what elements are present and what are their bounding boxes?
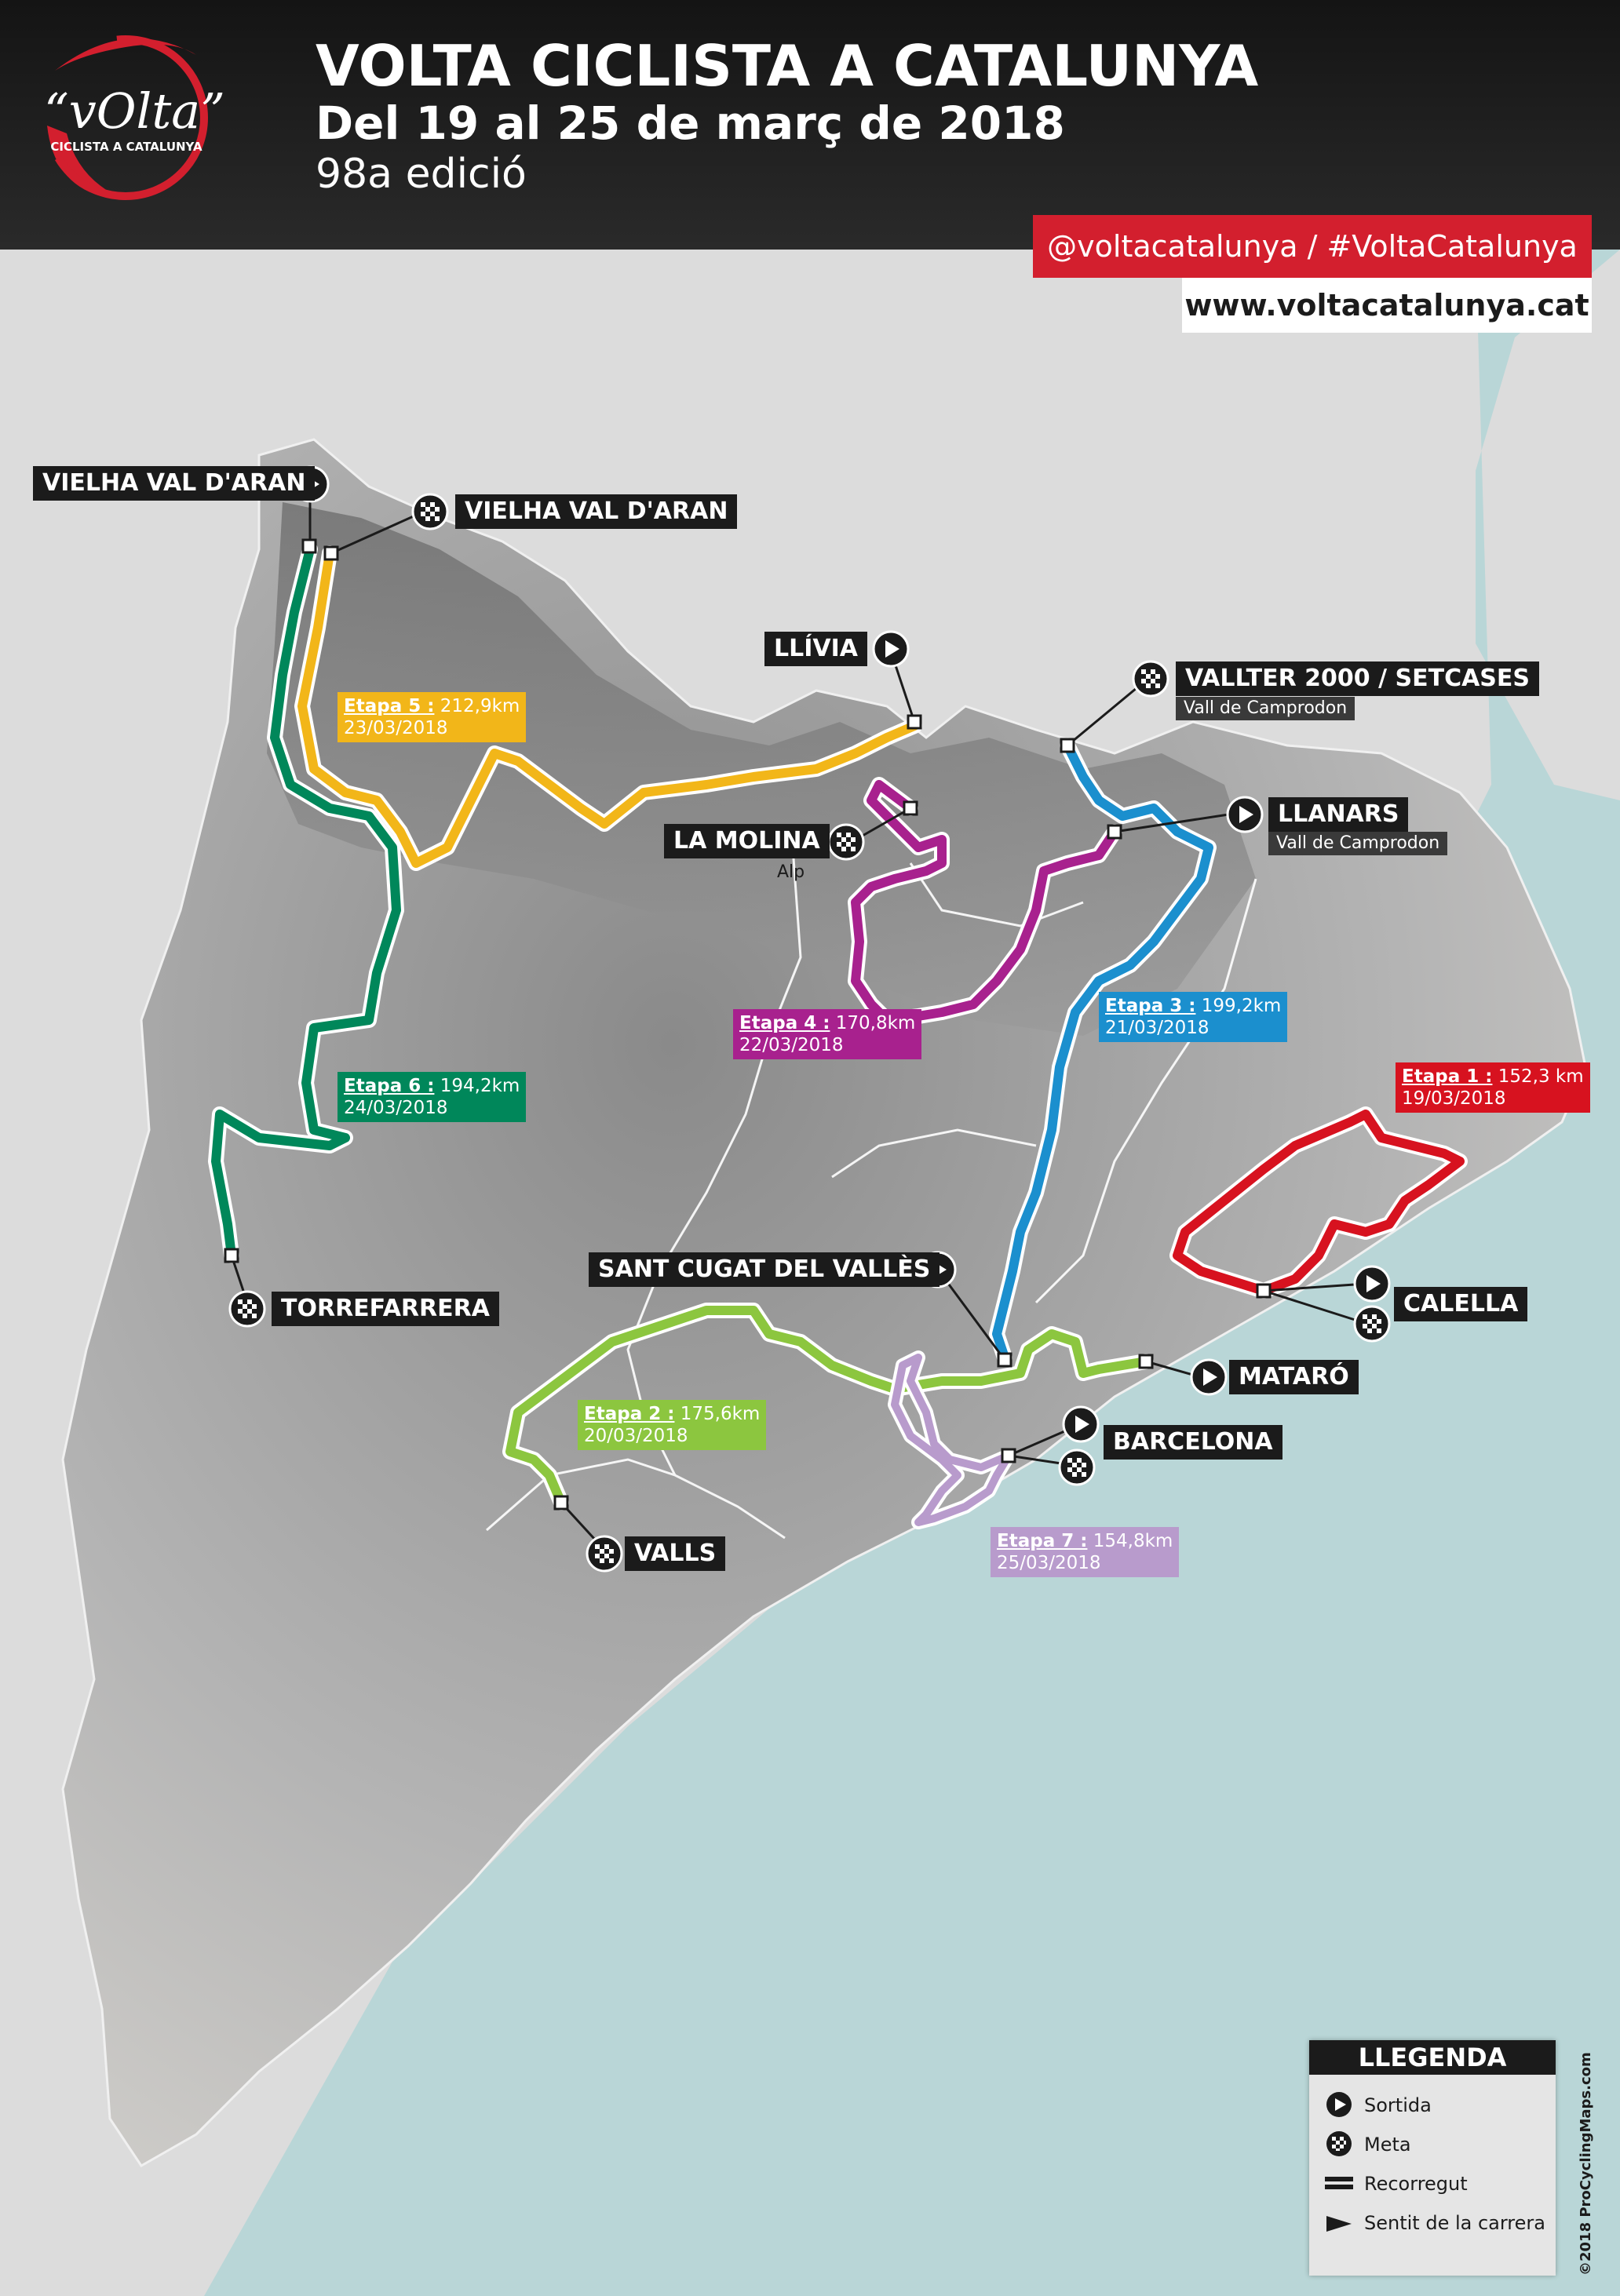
stage-label-etapa2: Etapa 2 : 175,6km 20/03/2018 [578, 1400, 767, 1450]
stage-date: 22/03/2018 [739, 1035, 844, 1055]
stage-label-etapa6: Etapa 6 : 194,2km 24/03/2018 [338, 1072, 527, 1122]
website-link[interactable]: www.voltacatalunya.cat [1182, 278, 1592, 333]
place-valls: VALLS [625, 1536, 726, 1571]
stage-date: 23/03/2018 [344, 718, 448, 738]
stage-label-etapa7: Etapa 7 : 154,8km 25/03/2018 [991, 1527, 1180, 1577]
place-calella: CALELLA [1394, 1287, 1528, 1321]
start-icon [1062, 1405, 1100, 1443]
start-icon [872, 630, 910, 668]
place-sant-cugat: SANT CUGAT DEL VALLÈS [589, 1252, 940, 1287]
legend-icons [1325, 2092, 1353, 2232]
legend-route: Recorregut [1364, 2173, 1468, 2195]
route-endpoints [224, 538, 1272, 1511]
stage-label-etapa5: Etapa 5 : 212,9km 23/03/2018 [338, 692, 527, 742]
legend-finish: Meta [1364, 2134, 1411, 2156]
logo-text: “vOlta” [44, 82, 225, 140]
stage-distance: 154,8km [1093, 1531, 1173, 1551]
finish-icon [1353, 1305, 1391, 1343]
stage-distance: 199,2km [1201, 996, 1282, 1016]
stage-date: 20/03/2018 [584, 1426, 688, 1446]
start-icon [1226, 796, 1264, 833]
place-torrefarrera: TORREFARRERA [272, 1292, 499, 1326]
place-vielha-start: VIELHA VAL D'ARAN [33, 466, 316, 501]
finish-markers [228, 493, 1391, 1573]
place-llivia: LLÍVIA [764, 632, 867, 666]
start-icon [1190, 1358, 1228, 1396]
stage-label-title: Etapa 4 : [739, 1013, 830, 1033]
start-icon [1326, 2092, 1352, 2117]
direction-arrow-icon [1326, 2216, 1352, 2232]
legend-start: Sortida [1364, 2094, 1432, 2116]
stage-distance: 175,6km [680, 1404, 761, 1424]
stage-date: 19/03/2018 [1402, 1088, 1506, 1109]
stage-label-title: Etapa 2 : [584, 1404, 675, 1424]
stage-label-etapa3: Etapa 3 : 199,2km 21/03/2018 [1099, 992, 1288, 1042]
finish-icon [1058, 1449, 1096, 1486]
stage-label-title: Etapa 3 : [1105, 996, 1196, 1016]
legend-box: LLEGENDA Sortida Meta Recorregut Sentit … [1309, 2040, 1556, 2276]
finish-icon [827, 823, 865, 861]
finish-icon [586, 1535, 623, 1573]
place-mataro: MATARÓ [1229, 1360, 1359, 1394]
stage-distance: 170,8km [835, 1013, 916, 1033]
place-vallter: VALLTER 2000 / SETCASES [1176, 661, 1540, 696]
place-la-molina: LA MOLINA [664, 824, 830, 858]
stage-date: 25/03/2018 [997, 1553, 1101, 1573]
stage-distance: 212,9km [440, 696, 520, 716]
volta-logo [43, 35, 208, 200]
stage-label-title: Etapa 7 : [997, 1531, 1088, 1551]
credit-text: ©2018 ProCyclingMaps.com [1578, 2052, 1601, 2276]
credit-label: ©2018 ProCyclingMaps.com [1578, 2052, 1594, 2276]
route-line-icon [1325, 2177, 1353, 2189]
page-subtitle: Del 19 al 25 de març de 2018 [316, 97, 1065, 150]
place-barcelona: BARCELONA [1104, 1425, 1282, 1460]
stage-label-title: Etapa 6 : [344, 1076, 435, 1096]
legend-direction: Sentit de la carrera [1364, 2212, 1545, 2234]
stage-date: 21/03/2018 [1105, 1018, 1210, 1038]
stage-label-etapa1: Etapa 1 : 152,3 km 19/03/2018 [1396, 1062, 1590, 1113]
logo-subtext: CICLISTA A CATALUNYA [50, 140, 202, 154]
social-handle: @voltacatalunya / #VoltaCatalunya [1033, 215, 1592, 278]
stage-label-title: Etapa 1 : [1402, 1066, 1493, 1087]
stage-label-etapa4: Etapa 4 : 170,8km 22/03/2018 [733, 1009, 922, 1059]
finish-icon [411, 493, 449, 530]
place-vielha-finish: VIELHA VAL D'ARAN [455, 494, 738, 529]
stage-routes [208, 541, 1468, 1529]
place-llanars-sub: Vall de Camprodon [1268, 832, 1448, 855]
place-la-molina-sub: Alp [777, 862, 805, 882]
start-icon [1353, 1265, 1391, 1303]
edition-text: 98a edició [316, 151, 527, 198]
stage-date: 24/03/2018 [344, 1098, 448, 1118]
stage-distance: 152,3 km [1498, 1066, 1584, 1087]
finish-icon [228, 1290, 266, 1328]
place-llanars: LLANARS [1268, 797, 1409, 832]
page-title: VOLTA CICLISTA A CATALUNYA [316, 33, 1259, 99]
stage-label-title: Etapa 5 : [344, 696, 435, 716]
province-borders [486, 847, 1257, 1540]
finish-icon [1326, 2131, 1352, 2156]
stage-distance: 194,2km [440, 1076, 520, 1096]
header-bar [0, 0, 1620, 250]
legend-title: LLEGENDA [1309, 2040, 1556, 2075]
place-vallter-sub: Vall de Camprodon [1176, 697, 1355, 720]
finish-icon [1132, 660, 1169, 698]
